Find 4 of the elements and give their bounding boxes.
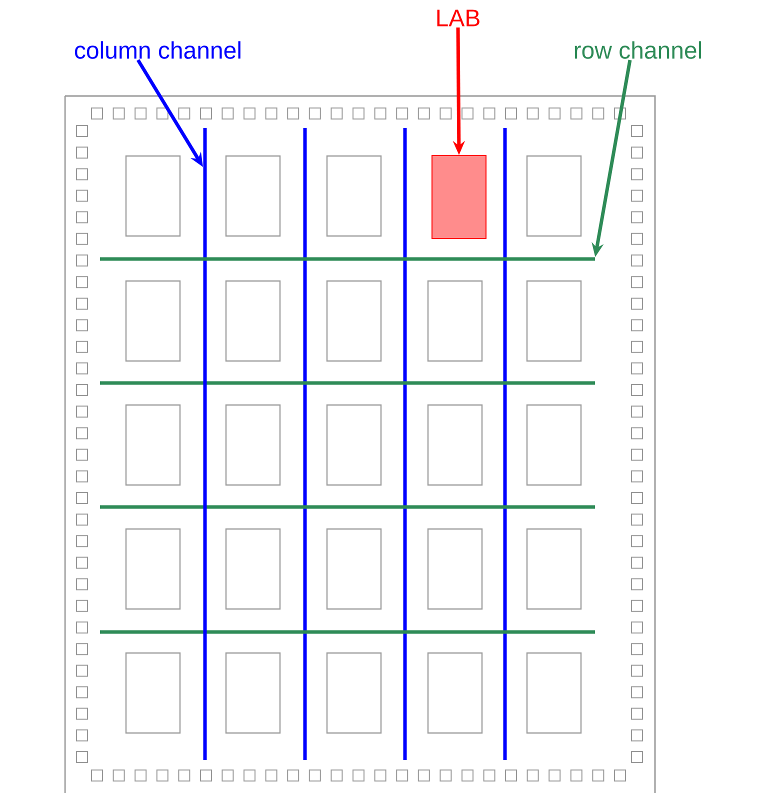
channel-label: LAB bbox=[437, 10, 480, 26]
channel-label: row channel bbox=[574, 41, 702, 59]
lab-block bbox=[432, 155, 486, 239]
channel-label: column channel bbox=[74, 41, 240, 59]
